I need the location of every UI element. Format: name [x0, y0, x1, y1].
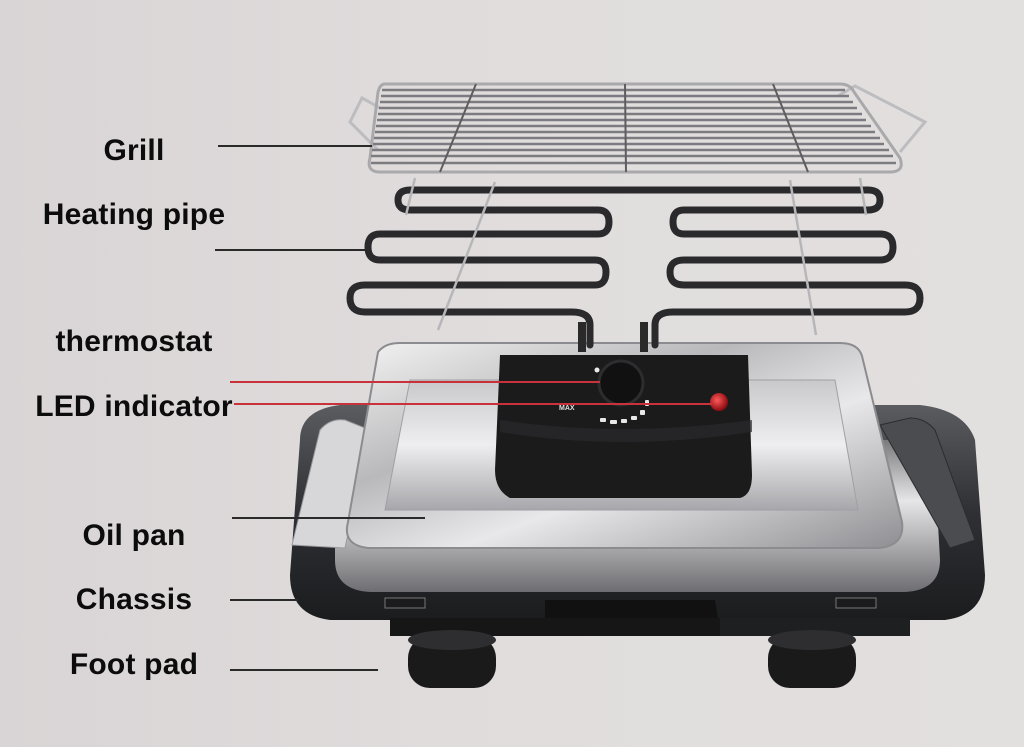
thermostat-block: MAX [495, 322, 752, 498]
grill-rack [348, 82, 928, 174]
dial-max-marking: MAX [559, 405, 575, 412]
led-indicator-light [710, 393, 728, 411]
label-foot-pad: Foot pad [69, 648, 199, 681]
label-oil-pan: Oil pan [82, 519, 186, 552]
label-grill: Grill [103, 134, 165, 167]
heating-pipe [346, 186, 924, 349]
label-heating-pipe: Heating pipe [42, 198, 226, 231]
foot-pads [408, 630, 856, 688]
thermostat-knob [597, 359, 645, 407]
heating-pipe-brackets [404, 177, 868, 336]
label-thermostat: thermostat [55, 325, 213, 358]
leader-lines [215, 145, 712, 671]
label-led-indicator: LED indicator [35, 390, 233, 423]
label-chassis: Chassis [75, 583, 193, 616]
